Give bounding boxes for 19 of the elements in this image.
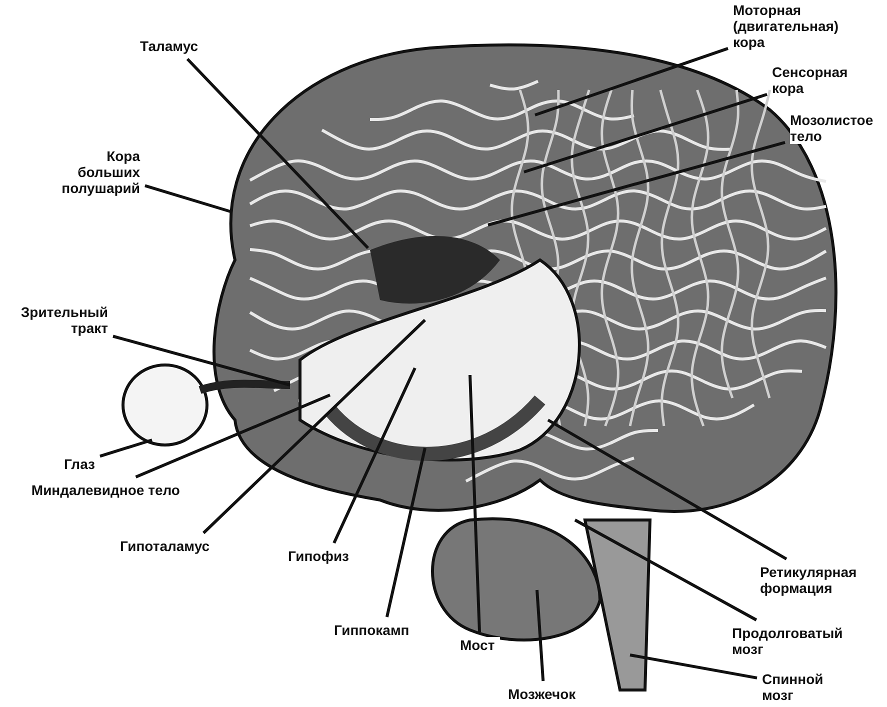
leader-line — [202, 318, 426, 534]
leader-line — [524, 92, 768, 174]
leader-line — [144, 184, 232, 214]
leader-line — [332, 367, 416, 544]
leader-line — [385, 448, 426, 618]
leader-line — [100, 438, 152, 458]
leader-line — [488, 141, 786, 226]
leader-line — [547, 418, 788, 560]
leader-line — [534, 47, 728, 116]
leader-line — [468, 374, 482, 632]
part-label: Мост — [460, 637, 500, 653]
part-label: Кора больших полушарий — [60, 148, 140, 196]
part-label: Миндалевидное тело — [30, 482, 180, 498]
leader-line — [112, 334, 290, 386]
leader-line — [135, 394, 331, 478]
leader-line — [630, 654, 758, 680]
leader-line — [536, 590, 545, 682]
leader-line — [574, 518, 758, 622]
leader-line — [186, 58, 370, 250]
